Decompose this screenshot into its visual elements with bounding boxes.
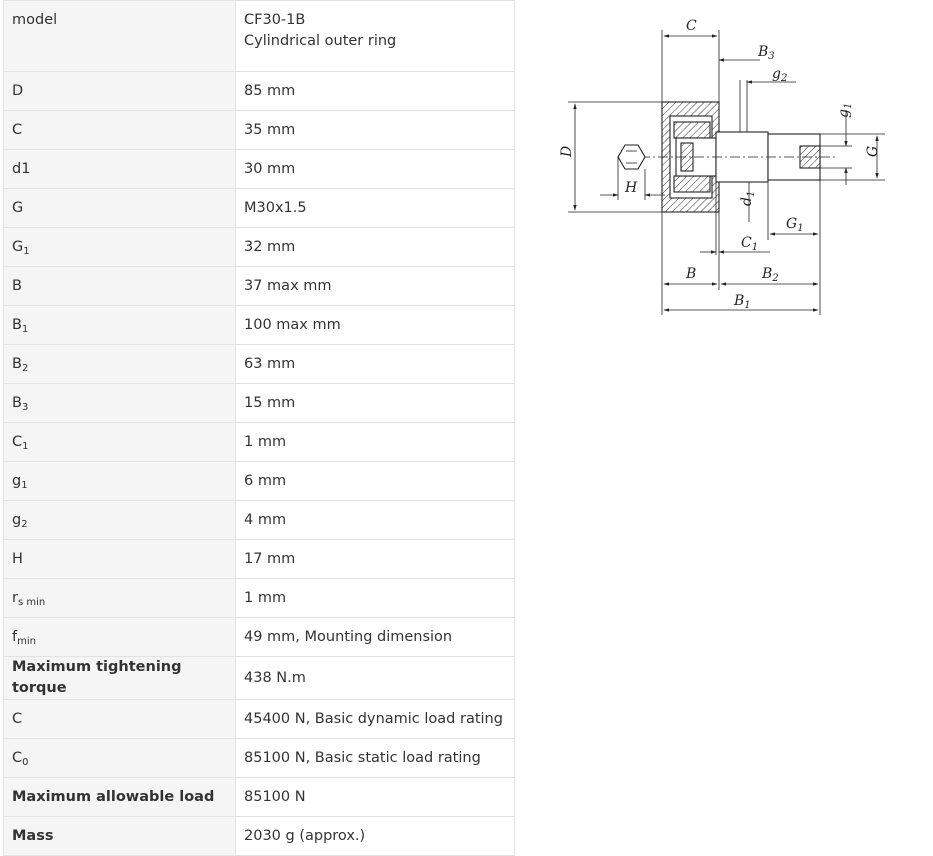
spec-key: Maximum tightening torque — [3, 656, 236, 700]
spec-key: H — [3, 539, 236, 579]
spec-key: Mass — [3, 816, 236, 856]
model-code: CF30-1B — [244, 12, 306, 28]
spec-value: 2030 g (approx.) — [235, 816, 515, 856]
label-G: G — [865, 146, 881, 157]
spec-value: M30x1.5 — [235, 188, 515, 228]
spec-key: B3 — [3, 383, 236, 423]
spec-key: model — [3, 0, 236, 72]
spec-key: C — [3, 699, 236, 739]
label-H: H — [624, 180, 638, 196]
spec-key: fmin — [3, 617, 236, 657]
spec-value: 1 mm — [235, 578, 515, 618]
spec-value: 438 N.m — [235, 656, 515, 700]
spec-value: 63 mm — [235, 344, 515, 384]
spec-value: 35 mm — [235, 110, 515, 150]
spec-value: 49 mm, Mounting dimension — [235, 617, 515, 657]
spec-value: 1 mm — [235, 422, 515, 462]
spec-value: 32 mm — [235, 227, 515, 267]
spec-key: B — [3, 266, 236, 306]
spec-key: B1 — [3, 305, 236, 345]
spec-key: D — [3, 71, 236, 111]
spec-value: 6 mm — [235, 461, 515, 501]
label-C: C — [686, 18, 697, 34]
spec-value: 45400 N, Basic dynamic load rating — [235, 699, 515, 739]
spec-value: 85 mm — [235, 71, 515, 111]
label-G1: G1 — [786, 216, 804, 234]
spec-value: 100 max mm — [235, 305, 515, 345]
label-C1: C1 — [741, 235, 758, 253]
spec-key: g1 — [3, 461, 236, 501]
spec-value: 15 mm — [235, 383, 515, 423]
label-g1: g1 — [836, 103, 854, 118]
drawing-body — [617, 80, 835, 213]
table-row: model CF30-1B Cylindrical outer ring — [3, 0, 515, 72]
spec-value: 85100 N — [235, 777, 515, 817]
spec-key: G — [3, 188, 236, 228]
label-B1: B1 — [733, 293, 751, 311]
spec-key: rs min — [3, 578, 236, 618]
spec-key: Maximum allowable load — [3, 777, 236, 817]
spec-value: 37 max mm — [235, 266, 515, 306]
spec-value: 4 mm — [235, 500, 515, 540]
label-d1: d1 — [739, 191, 757, 206]
spec-key: C0 — [3, 738, 236, 778]
spec-key: g2 — [3, 500, 236, 540]
spec-value: 30 mm — [235, 149, 515, 189]
spec-key: C — [3, 110, 236, 150]
label-B2: B2 — [761, 266, 779, 284]
spec-key: d1 — [3, 149, 236, 189]
label-D: D — [559, 146, 575, 158]
cam-follower-drawing: C B3 g2 g1 D G H d1 G1 C1 B B2 B1 — [559, 18, 885, 315]
dimension-labels: C B3 g2 g1 D G H d1 G1 C1 B B2 B1 — [559, 18, 881, 311]
dimension-lines — [568, 30, 885, 315]
spec-key: G1 — [3, 227, 236, 267]
spec-key: C1 — [3, 422, 236, 462]
spec-value: 17 mm — [235, 539, 515, 579]
label-B: B — [685, 266, 696, 282]
spec-value: CF30-1B Cylindrical outer ring — [235, 0, 515, 72]
label-B3: B3 — [757, 44, 775, 62]
label-g2: g2 — [772, 66, 787, 84]
spec-value: 85100 N, Basic static load rating — [235, 738, 515, 778]
spec-key: B2 — [3, 344, 236, 384]
model-note: Cylindrical outer ring — [244, 33, 397, 49]
